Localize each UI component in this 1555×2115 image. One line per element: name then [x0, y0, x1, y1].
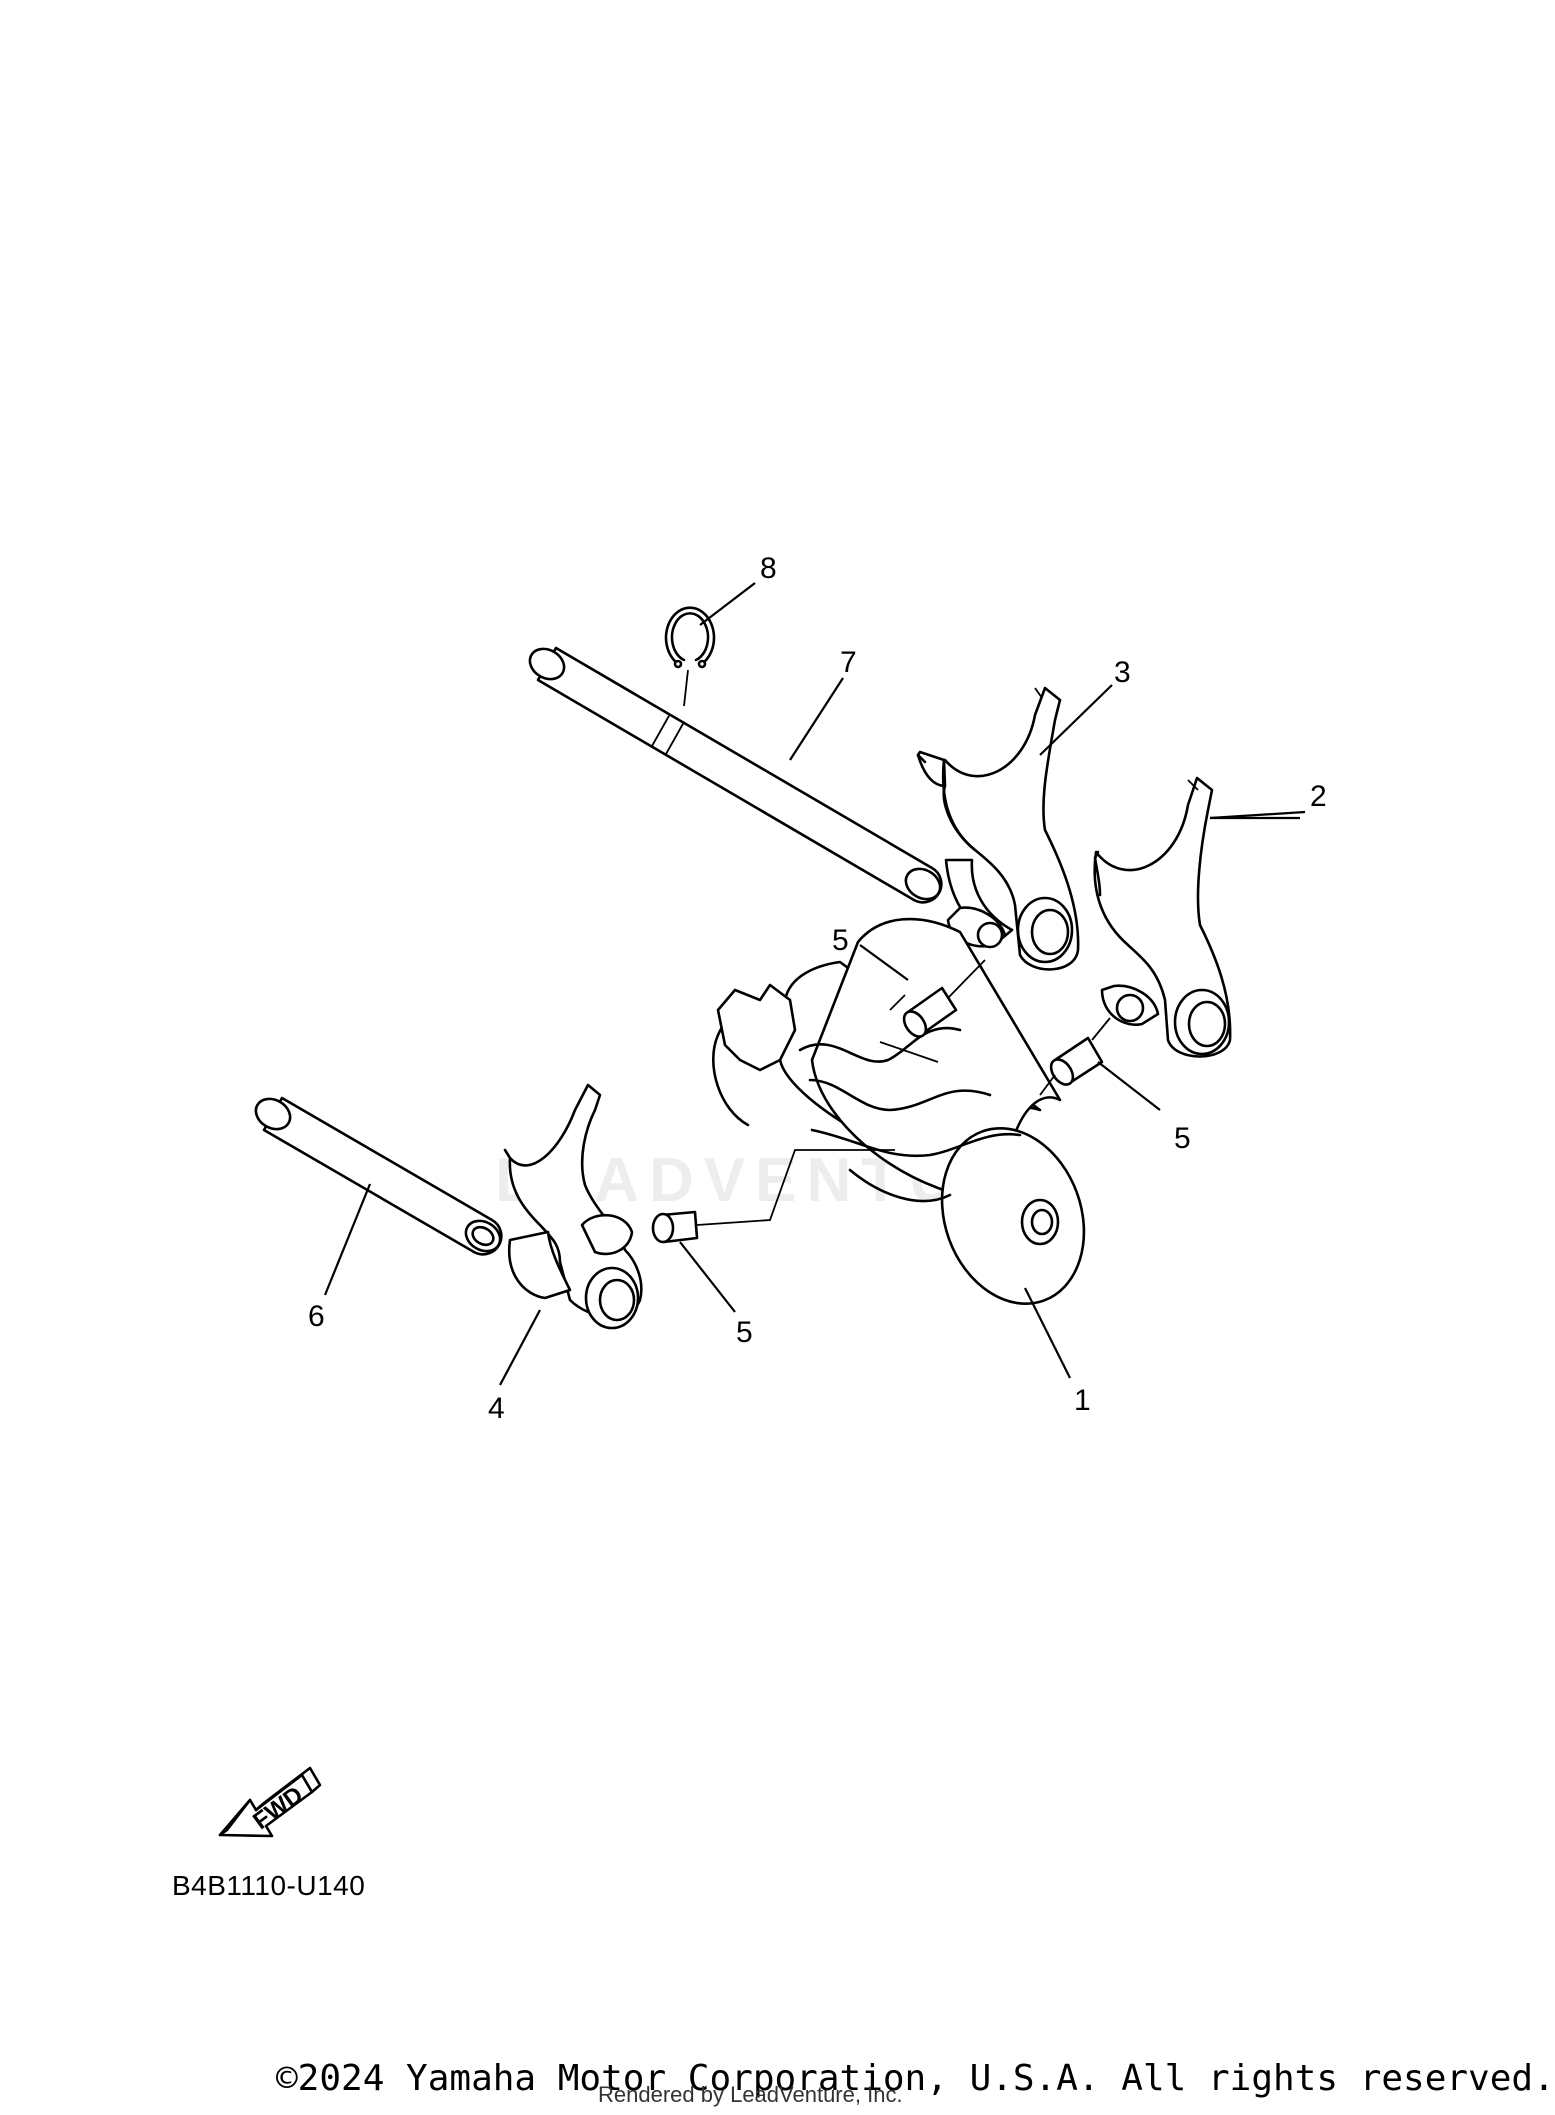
callout-8: 8: [760, 552, 777, 585]
shift-fork-left[interactable]: [503, 1083, 643, 1330]
parts-diagram: 8 7 3 2 5 5 5 6 4 1 FWD: [218, 552, 1327, 1838]
circlip[interactable]: [664, 606, 716, 707]
shift-shaft-upper[interactable]: [524, 643, 945, 905]
copyright-notice: ©2024 Yamaha Motor Corporation, U.S.A. A…: [276, 2058, 1555, 2099]
shift-shaft-lower[interactable]: [250, 1093, 505, 1257]
callout-5-lower: 5: [736, 1316, 753, 1349]
guide-pin-upper[interactable]: [900, 959, 986, 1041]
callout-4: 3: [1114, 656, 1131, 689]
callout-7: 7: [840, 646, 857, 679]
fwd-arrow-icon: FWD: [218, 1766, 322, 1838]
guide-pin-lower[interactable]: [651, 1149, 895, 1244]
callout-1: 1: [1074, 1384, 1091, 1417]
shift-fork-upper[interactable]: [916, 686, 1080, 971]
rendered-by-notice: Rendered by LeadVenture, Inc.: [598, 2082, 903, 2107]
callout-5-right: 5: [1174, 1122, 1191, 1155]
callout-2: 2: [1310, 780, 1327, 813]
guide-pin-right[interactable]: [1039, 1017, 1111, 1096]
diagram-code: B4B1110-U140: [172, 1870, 366, 1901]
callout-5-upper: 5: [832, 924, 849, 957]
callout-3: 4: [488, 1392, 505, 1425]
shift-drum[interactable]: [712, 917, 1107, 1324]
callout-6: 6: [308, 1300, 325, 1333]
shift-fork-right[interactable]: [1093, 776, 1232, 1058]
